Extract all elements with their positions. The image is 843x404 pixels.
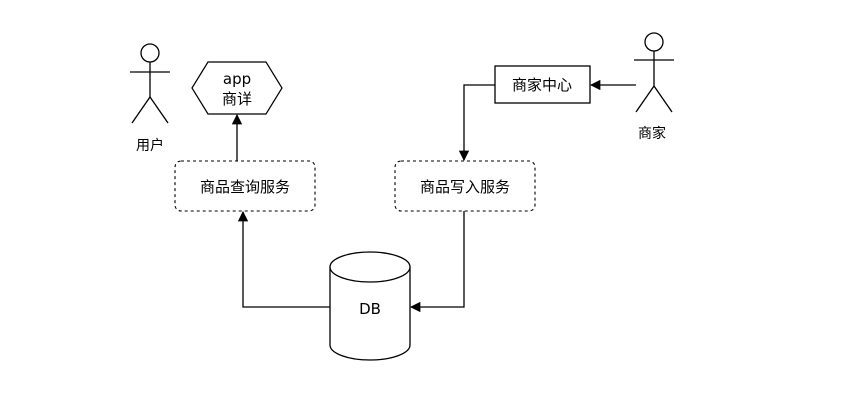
- merchant-actor-label: 商家: [638, 125, 666, 142]
- merchant-actor-icon: [634, 32, 674, 113]
- edge-db-to-query-service: [237, 210, 330, 308]
- merchant-center-node: 商家中心: [494, 65, 591, 104]
- query-service-label: 商品查询服务: [200, 178, 290, 196]
- query-service-node: 商品查询服务: [174, 160, 316, 212]
- merchant-center-label: 商家中心: [512, 76, 572, 94]
- app-detail-line1: app: [223, 70, 251, 88]
- write-service-label: 商品写入服务: [420, 178, 510, 196]
- user-actor-icon: [130, 43, 170, 124]
- app-detail-node: app 商详: [191, 61, 283, 115]
- edge-center-to-write-service: [458, 84, 495, 162]
- app-detail-line2: 商详: [222, 90, 252, 108]
- write-service-node: 商品写入服务: [394, 160, 536, 212]
- user-actor-label: 用户: [136, 137, 164, 154]
- db-label: DB: [359, 300, 381, 318]
- edge-write-service-to-db: [409, 211, 465, 313]
- db-node: DB: [329, 251, 411, 361]
